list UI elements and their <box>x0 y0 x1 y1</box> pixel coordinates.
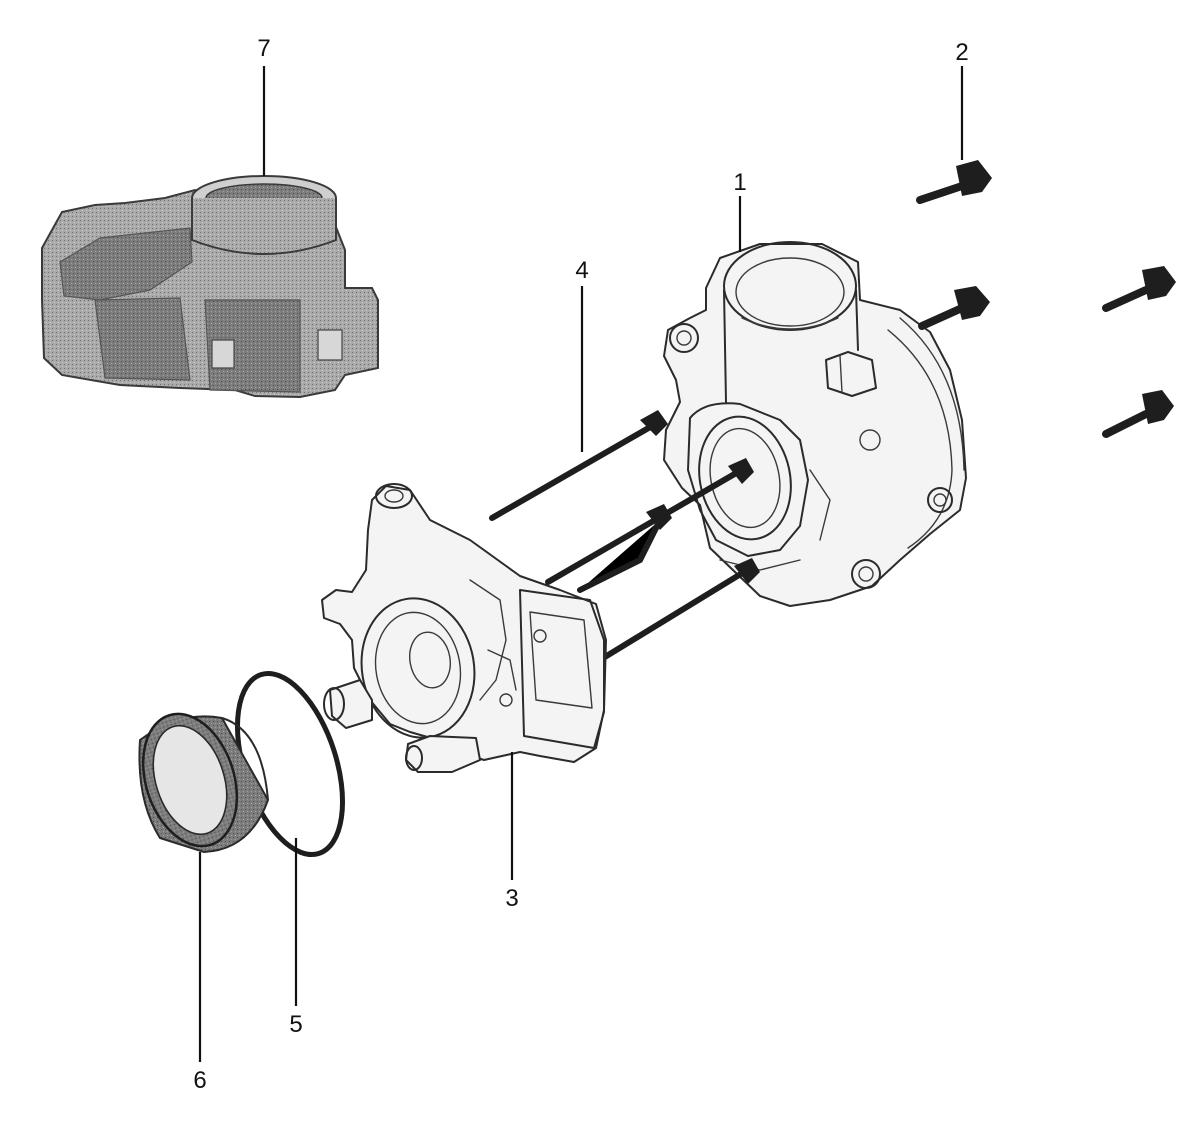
screw-d <box>1102 390 1174 438</box>
screw-a <box>916 160 992 204</box>
callout-labels: 7 2 1 4 3 5 6 <box>193 35 968 1094</box>
callout-7: 7 <box>257 35 270 62</box>
part-4-long-bolts <box>489 410 760 663</box>
callout-6: 6 <box>193 1067 206 1094</box>
long-bolt-a <box>489 410 668 521</box>
callout-5: 5 <box>289 1011 302 1038</box>
callout-3: 3 <box>505 885 518 912</box>
long-bolt-d <box>597 558 760 663</box>
part-3-adapter-flange <box>321 483 607 773</box>
screw-c <box>1102 266 1176 312</box>
part-2-screws <box>916 160 1176 438</box>
long-bolt-b <box>545 458 754 585</box>
part-1-housing <box>663 241 967 607</box>
callout-4: 4 <box>575 257 588 284</box>
part-6-seal-ring <box>138 712 270 854</box>
leader-lines <box>198 66 964 1062</box>
long-bolt-c <box>577 504 672 593</box>
screw-b <box>918 286 990 330</box>
callout-1: 1 <box>733 169 746 196</box>
callout-2: 2 <box>955 39 968 66</box>
part-7-throttle-body <box>41 175 379 399</box>
